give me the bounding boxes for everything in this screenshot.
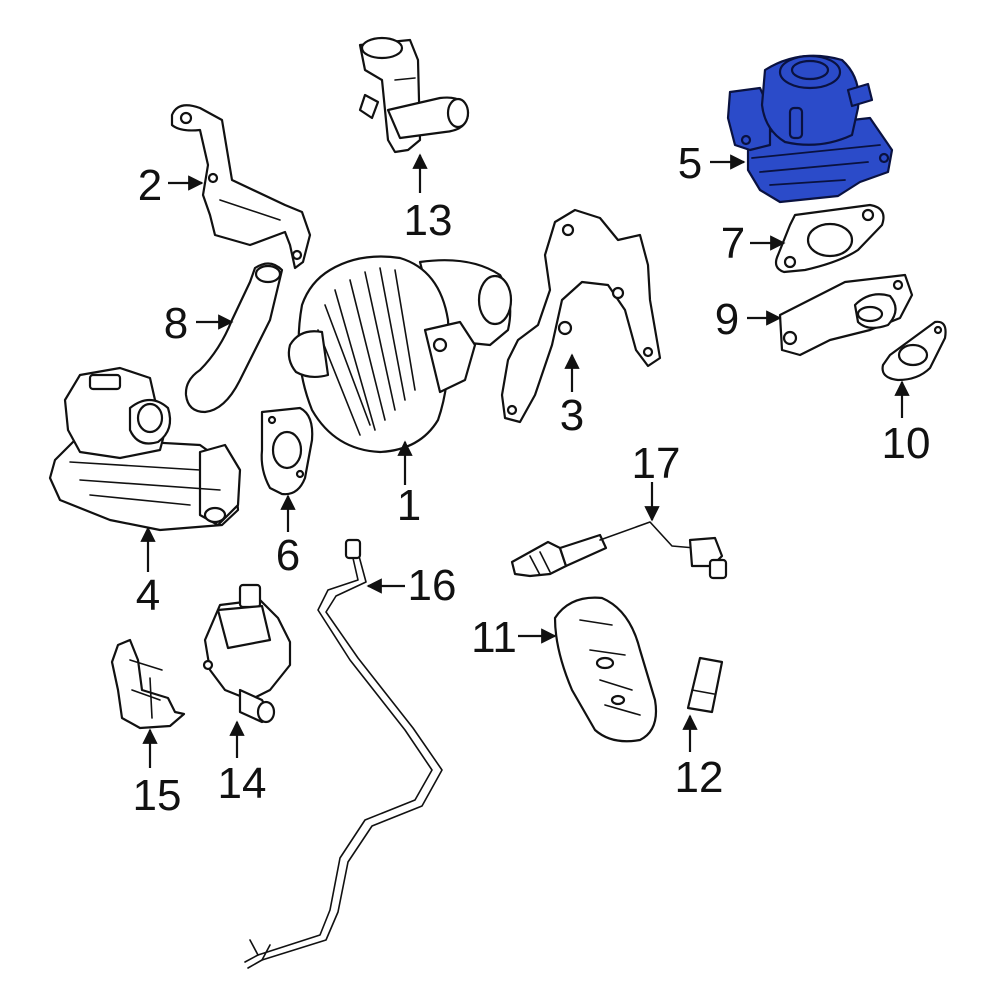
- callout-4[interactable]: 4: [136, 571, 160, 620]
- part-17-sensor[interactable]: [510, 521, 728, 580]
- part-3-bracket[interactable]: [500, 208, 662, 424]
- part-4-valve-assembly[interactable]: [48, 366, 242, 532]
- callout-7[interactable]: 7: [721, 219, 745, 268]
- callout-17[interactable]: 17: [632, 439, 681, 488]
- part-12-sleeve[interactable]: [686, 656, 724, 714]
- callout-14[interactable]: 14: [218, 759, 267, 808]
- part-14-solenoid[interactable]: [202, 583, 292, 724]
- part-2-bracket[interactable]: [170, 104, 312, 270]
- leader-lines: [140, 153, 910, 768]
- callout-1[interactable]: 1: [397, 481, 421, 530]
- callout-9[interactable]: 9: [715, 295, 739, 344]
- callout-10[interactable]: 10: [882, 419, 931, 468]
- callout-13[interactable]: 13: [404, 196, 453, 245]
- callout-3[interactable]: 3: [560, 391, 584, 440]
- part-11-heat-shield[interactable]: [553, 596, 658, 743]
- part-13-check-valve[interactable]: [358, 36, 470, 154]
- part-15-bracket[interactable]: [110, 638, 186, 730]
- callout-11[interactable]: 11: [471, 613, 517, 662]
- callout-16[interactable]: 16: [408, 561, 457, 610]
- callout-labels: 1 2 3 4 5 6 7 8 9 10 11 12 13 14 15 16 1…: [133, 139, 931, 820]
- callout-12[interactable]: 12: [675, 753, 724, 802]
- callout-15[interactable]: 15: [133, 771, 182, 820]
- part-8-hose[interactable]: [184, 262, 284, 414]
- callout-5[interactable]: 5: [678, 139, 702, 188]
- part-16-tube[interactable]: [244, 538, 443, 969]
- callout-2[interactable]: 2: [138, 161, 162, 210]
- part-1-air-pump[interactable]: [287, 255, 513, 454]
- callout-6[interactable]: 6: [276, 531, 300, 580]
- part-7-gasket[interactable]: [774, 203, 885, 274]
- part-9-flange-pipe[interactable]: [778, 273, 914, 357]
- part-5-valve[interactable]: [726, 54, 894, 204]
- part-6-gasket[interactable]: [260, 406, 314, 496]
- part-10-gasket[interactable]: [881, 320, 947, 382]
- callout-8[interactable]: 8: [164, 299, 188, 348]
